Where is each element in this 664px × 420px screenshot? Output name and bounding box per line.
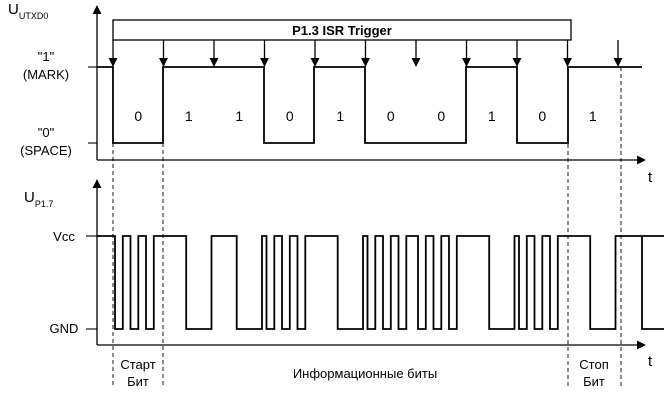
level-high-label: Vcc bbox=[53, 229, 75, 244]
bit-value: 0 bbox=[437, 108, 445, 124]
bit-value: 0 bbox=[134, 108, 142, 124]
bit-value: 0 bbox=[387, 108, 395, 124]
isr-trigger-bar bbox=[112, 19, 572, 41]
p17-waveform bbox=[97, 235, 664, 330]
bit-value: 1 bbox=[185, 108, 193, 124]
bottom-y-axis-label: UP1.7 bbox=[24, 189, 53, 209]
start-bit-label-line1: Старт bbox=[120, 357, 155, 372]
level-low-label: GND bbox=[50, 321, 79, 336]
isr-trigger-arrows bbox=[108, 40, 623, 67]
bit-value: 0 bbox=[286, 108, 294, 124]
level-one-name: (MARK) bbox=[23, 67, 69, 82]
bit-value: 1 bbox=[488, 108, 496, 124]
isr-trigger-label: P1.3 ISR Trigger bbox=[292, 23, 392, 38]
utxd0-waveform bbox=[97, 66, 642, 144]
data-bits-label: Информационные биты bbox=[293, 366, 437, 381]
stop-bit-label-line1: Стоп bbox=[579, 357, 608, 372]
start-bit-label-line2: Бит bbox=[127, 374, 149, 389]
level-zero-name: (SPACE) bbox=[20, 143, 72, 158]
bottom-x-axis-label: t bbox=[648, 353, 653, 370]
top-y-axis-label: UUTXD0 bbox=[8, 1, 48, 21]
level-zero-value: "0" bbox=[38, 125, 55, 140]
bit-value: 0 bbox=[538, 108, 546, 124]
bit-labels: 0 1 1 0 1 0 0 1 0 1 bbox=[134, 108, 597, 124]
bit-value: 1 bbox=[589, 108, 597, 124]
bottom-panel: UP1.7 t Vcc GND bbox=[24, 179, 664, 370]
top-panel: UUTXD0 t "1" (MARK) "0" (SPACE) P1.3 ISR… bbox=[8, 1, 653, 186]
top-x-axis-label: t bbox=[648, 169, 653, 186]
level-one-value: "1" bbox=[38, 49, 55, 64]
bit-value: 1 bbox=[235, 108, 243, 124]
bit-value: 1 bbox=[336, 108, 344, 124]
stop-bit-label-line2: Бит bbox=[583, 374, 605, 389]
